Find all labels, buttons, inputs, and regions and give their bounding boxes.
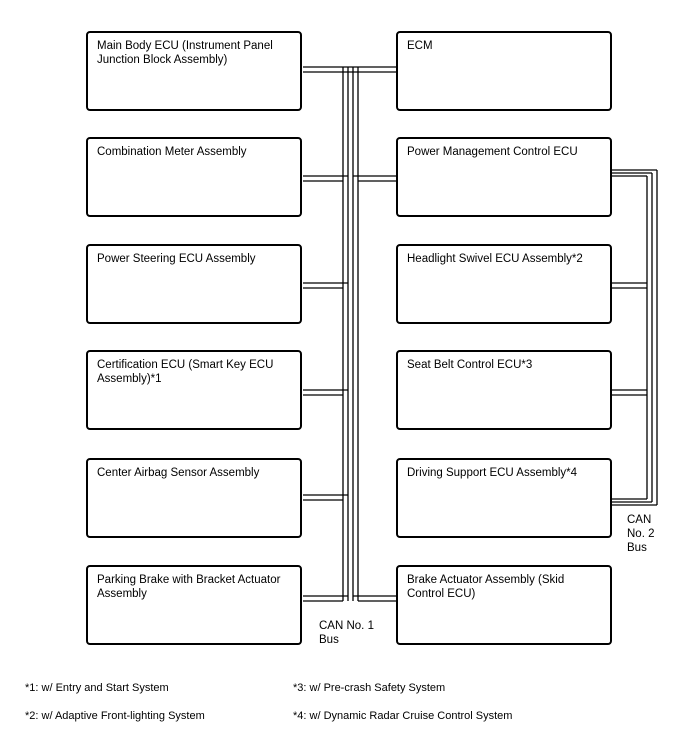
ecm-box: ECM — [396, 31, 612, 111]
main-body-ecu-box: Main Body ECU (Instrument Panel Junction… — [86, 31, 302, 111]
ecm-label: ECM — [407, 40, 433, 52]
power-steering-ecu-box: Power Steering ECU Assembly — [86, 244, 302, 324]
footnote-2: *2: w/ Adaptive Front-lighting System — [25, 710, 205, 722]
driving-support-ecu-label: Driving Support ECU Assembly*4 — [407, 467, 578, 479]
combination-meter-label: Combination Meter Assembly — [97, 146, 247, 158]
footnote-3: *3: w/ Pre-crash Safety System — [293, 682, 446, 694]
footnote-4: *4: w/ Dynamic Radar Cruise Control Syst… — [293, 710, 513, 722]
footnote-1: *1: w/ Entry and Start System — [25, 682, 169, 694]
can1-bus-label-line2: Bus — [319, 634, 339, 646]
certification-ecu-label: Certification ECU (Smart Key ECU Assembl… — [97, 359, 274, 385]
brake-actuator-label: Brake Actuator Assembly (Skid Control EC… — [407, 574, 565, 600]
can1-bus-label-line1: CAN No. 1 — [319, 620, 374, 632]
driving-support-ecu-box: Driving Support ECU Assembly*4 — [396, 458, 612, 538]
power-steering-ecu-label: Power Steering ECU Assembly — [97, 253, 256, 265]
center-airbag-sensor-box: Center Airbag Sensor Assembly — [86, 458, 302, 538]
headlight-swivel-ecu-label: Headlight Swivel ECU Assembly*2 — [407, 253, 583, 265]
certification-ecu-box: Certification ECU (Smart Key ECU Assembl… — [86, 350, 302, 430]
parking-brake-box: Parking Brake with Bracket Actuator Asse… — [86, 565, 302, 645]
power-management-ecu-box: Power Management Control ECU — [396, 137, 612, 217]
can2-bus-label-line2: No. 2 — [627, 528, 655, 540]
combination-meter-box: Combination Meter Assembly — [86, 137, 302, 217]
main-body-ecu-label: Main Body ECU (Instrument Panel Junction… — [97, 40, 273, 66]
can1-bus-label: CAN No. 1 Bus — [319, 619, 374, 647]
power-management-ecu-label: Power Management Control ECU — [407, 146, 578, 158]
can2-bus-label-line1: CAN — [627, 514, 652, 526]
seat-belt-ecu-box: Seat Belt Control ECU*3 — [396, 350, 612, 430]
parking-brake-label: Parking Brake with Bracket Actuator Asse… — [97, 574, 281, 600]
can2-bus-label: CAN No. 2 Bus — [627, 513, 655, 555]
brake-actuator-box: Brake Actuator Assembly (Skid Control EC… — [396, 565, 612, 645]
headlight-swivel-ecu-box: Headlight Swivel ECU Assembly*2 — [396, 244, 612, 324]
seat-belt-ecu-label: Seat Belt Control ECU*3 — [407, 359, 533, 371]
center-airbag-sensor-label: Center Airbag Sensor Assembly — [97, 467, 260, 479]
can2-bus-label-line3: Bus — [627, 542, 647, 554]
